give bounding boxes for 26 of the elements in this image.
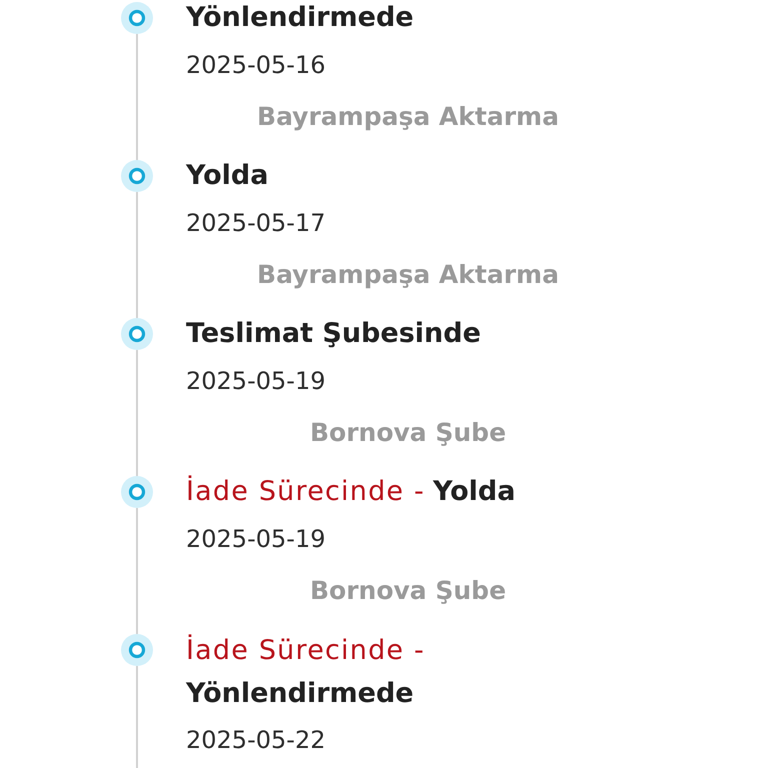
date-text: 2025-05-19 (186, 366, 326, 396)
timeline-line (136, 192, 138, 318)
timeline-line (136, 350, 138, 476)
timeline-dot-icon (121, 318, 153, 350)
status-title: Yolda (433, 476, 516, 507)
timeline-line (136, 34, 138, 160)
timeline-line (136, 666, 138, 768)
timeline-dot-icon (121, 160, 153, 192)
location-text: Bornova Şube (310, 418, 506, 448)
status-title: Yolda (186, 160, 268, 191)
return-status-text: İade Sürecinde - (186, 476, 425, 507)
status-title: Teslimat Şubesinde (186, 318, 481, 349)
location-text: Bayrampaşa Aktarma (257, 260, 559, 290)
return-status-text: İade Sürecinde - (186, 634, 425, 666)
timeline-dot-icon (121, 2, 153, 34)
timeline-dot-icon (121, 476, 153, 508)
date-text: 2025-05-17 (186, 208, 326, 238)
status-title: Yönlendirmede (186, 676, 414, 710)
date-text: 2025-05-22 (186, 724, 326, 754)
status-title: Yönlendirmede (186, 2, 414, 33)
date-text: 2025-05-19 (186, 524, 326, 554)
date-text: 2025-05-16 (186, 50, 326, 80)
location-text: Bayrampaşa Aktarma (257, 102, 559, 132)
timeline-dot-icon (121, 634, 153, 666)
location-text: Bornova Şube (310, 576, 506, 606)
timeline-line (136, 508, 138, 634)
